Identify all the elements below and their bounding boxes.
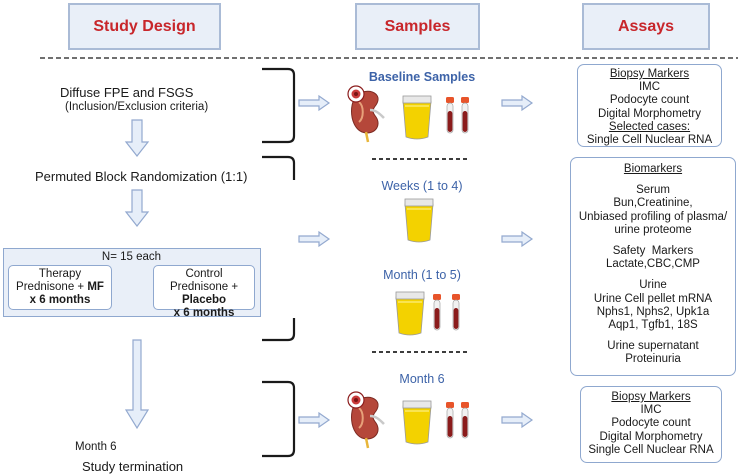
biomarkers-title: Biomarkers [623,163,683,175]
assay-line: Digital Morphometry [599,430,703,443]
step-randomization: Permuted Block Randomization (1:1) [35,169,248,184]
assay-box-biomarkers: Biomarkers Serum Bun,Creatinine, Unbiase… [570,157,736,376]
control-label: Control [185,268,223,280]
label-baseline-samples: Baseline Samples [368,70,476,84]
therapy-drug: Prednisone + MF [16,281,104,293]
kidney-icon [346,84,386,144]
bracket [262,155,296,180]
serum-title: Serum [636,184,670,197]
header-samples: Samples [355,3,480,50]
step-inclusion-criteria: (Inclusion/Exclusion criteria) [65,101,209,113]
assay-line: IMC [640,404,662,417]
arrow-down [124,339,150,430]
label-month-6: Month 6 [399,372,445,386]
biopsy-markers-title: Biopsy Markers [611,391,691,403]
urine-cup-icon [402,95,432,140]
assay-line: Unbiased profiling of plasma/ [578,210,728,223]
selected-cases-label: Selected cases: [608,120,691,133]
assay-line: Single Cell Nuclear RNA [588,443,714,456]
blood-tube-icon [445,401,455,439]
blood-tube-icon [445,96,455,134]
biopsy-markers-title: Biopsy Markers [609,68,690,80]
arrow-right [298,95,330,111]
bracket [262,380,296,458]
control-arm: Control Prednisone + Placebo x 6 months [153,265,255,319]
end-month: Month 6 [75,441,117,453]
supernatant-title: Urine supernatant [607,340,699,353]
control-drug: Prednisone + Placebo [169,281,239,306]
label-weeks: Weeks (1 to 4) [381,179,463,193]
assay-line: Digital Morphometry [598,107,701,120]
blood-tube-icon [460,96,470,134]
assay-line: Bun,Creatinine, [613,197,693,210]
assay-line: Podocyte count [609,94,690,107]
arrow-right [298,231,330,247]
therapy-label: Therapy [38,268,82,280]
therapy-arm: Therapy Prednisone + MF x 6 months [8,265,112,310]
arrow-right [501,412,533,428]
blood-tube-icon [432,293,442,331]
therapy-duration: x 6 months [29,294,91,306]
header-assays: Assays [582,3,710,50]
urine-cup-icon [395,291,425,336]
assay-line: Podocyte count [611,417,691,430]
arms-panel: N= 15 each Therapy Prednisone + MF x 6 m… [3,248,261,319]
assay-line: Single Cell Nuclear RNA [586,134,713,147]
arrow-down [125,189,149,227]
arrow-right [501,231,533,247]
assay-line: Proteinuria [625,353,681,366]
label-month: Month (1 to 5) [383,268,461,282]
bracket [262,67,296,144]
arrow-right [501,95,533,111]
urine-title: Urine [639,279,667,292]
arrow-down [125,119,149,157]
assay-line: urine proteome [614,223,692,236]
urine-cup-icon [402,400,432,445]
assay-line: Aqp1, Tgfb1, 18S [608,319,698,332]
assay-box-bottom: Biopsy Markers IMC Podocyte count Digita… [580,386,722,463]
assay-line: Nphs1, Nphs2, Upk1a [596,305,710,318]
assay-line: IMC [638,81,661,94]
control-duration: x 6 months [173,307,235,319]
urine-cup-icon [404,198,434,243]
step-diffuse-fpe: Diffuse FPE and FSGS [60,85,194,100]
arms-count: N= 15 each [101,251,162,263]
kidney-icon [346,390,386,450]
header-study-design: Study Design [68,3,221,50]
study-termination: Study termination [82,459,184,474]
assay-box-top: Biopsy Markers IMC Podocyte count Digita… [577,64,722,147]
bracket [262,318,296,342]
blood-tube-icon [451,293,461,331]
assay-line: Lactate,CBC,CMP [606,258,700,271]
assay-line: Urine Cell pellet mRNA [593,292,713,305]
arrow-right [298,412,330,428]
safety-title: Safety Markers [612,245,694,258]
blood-tube-icon [460,401,470,439]
